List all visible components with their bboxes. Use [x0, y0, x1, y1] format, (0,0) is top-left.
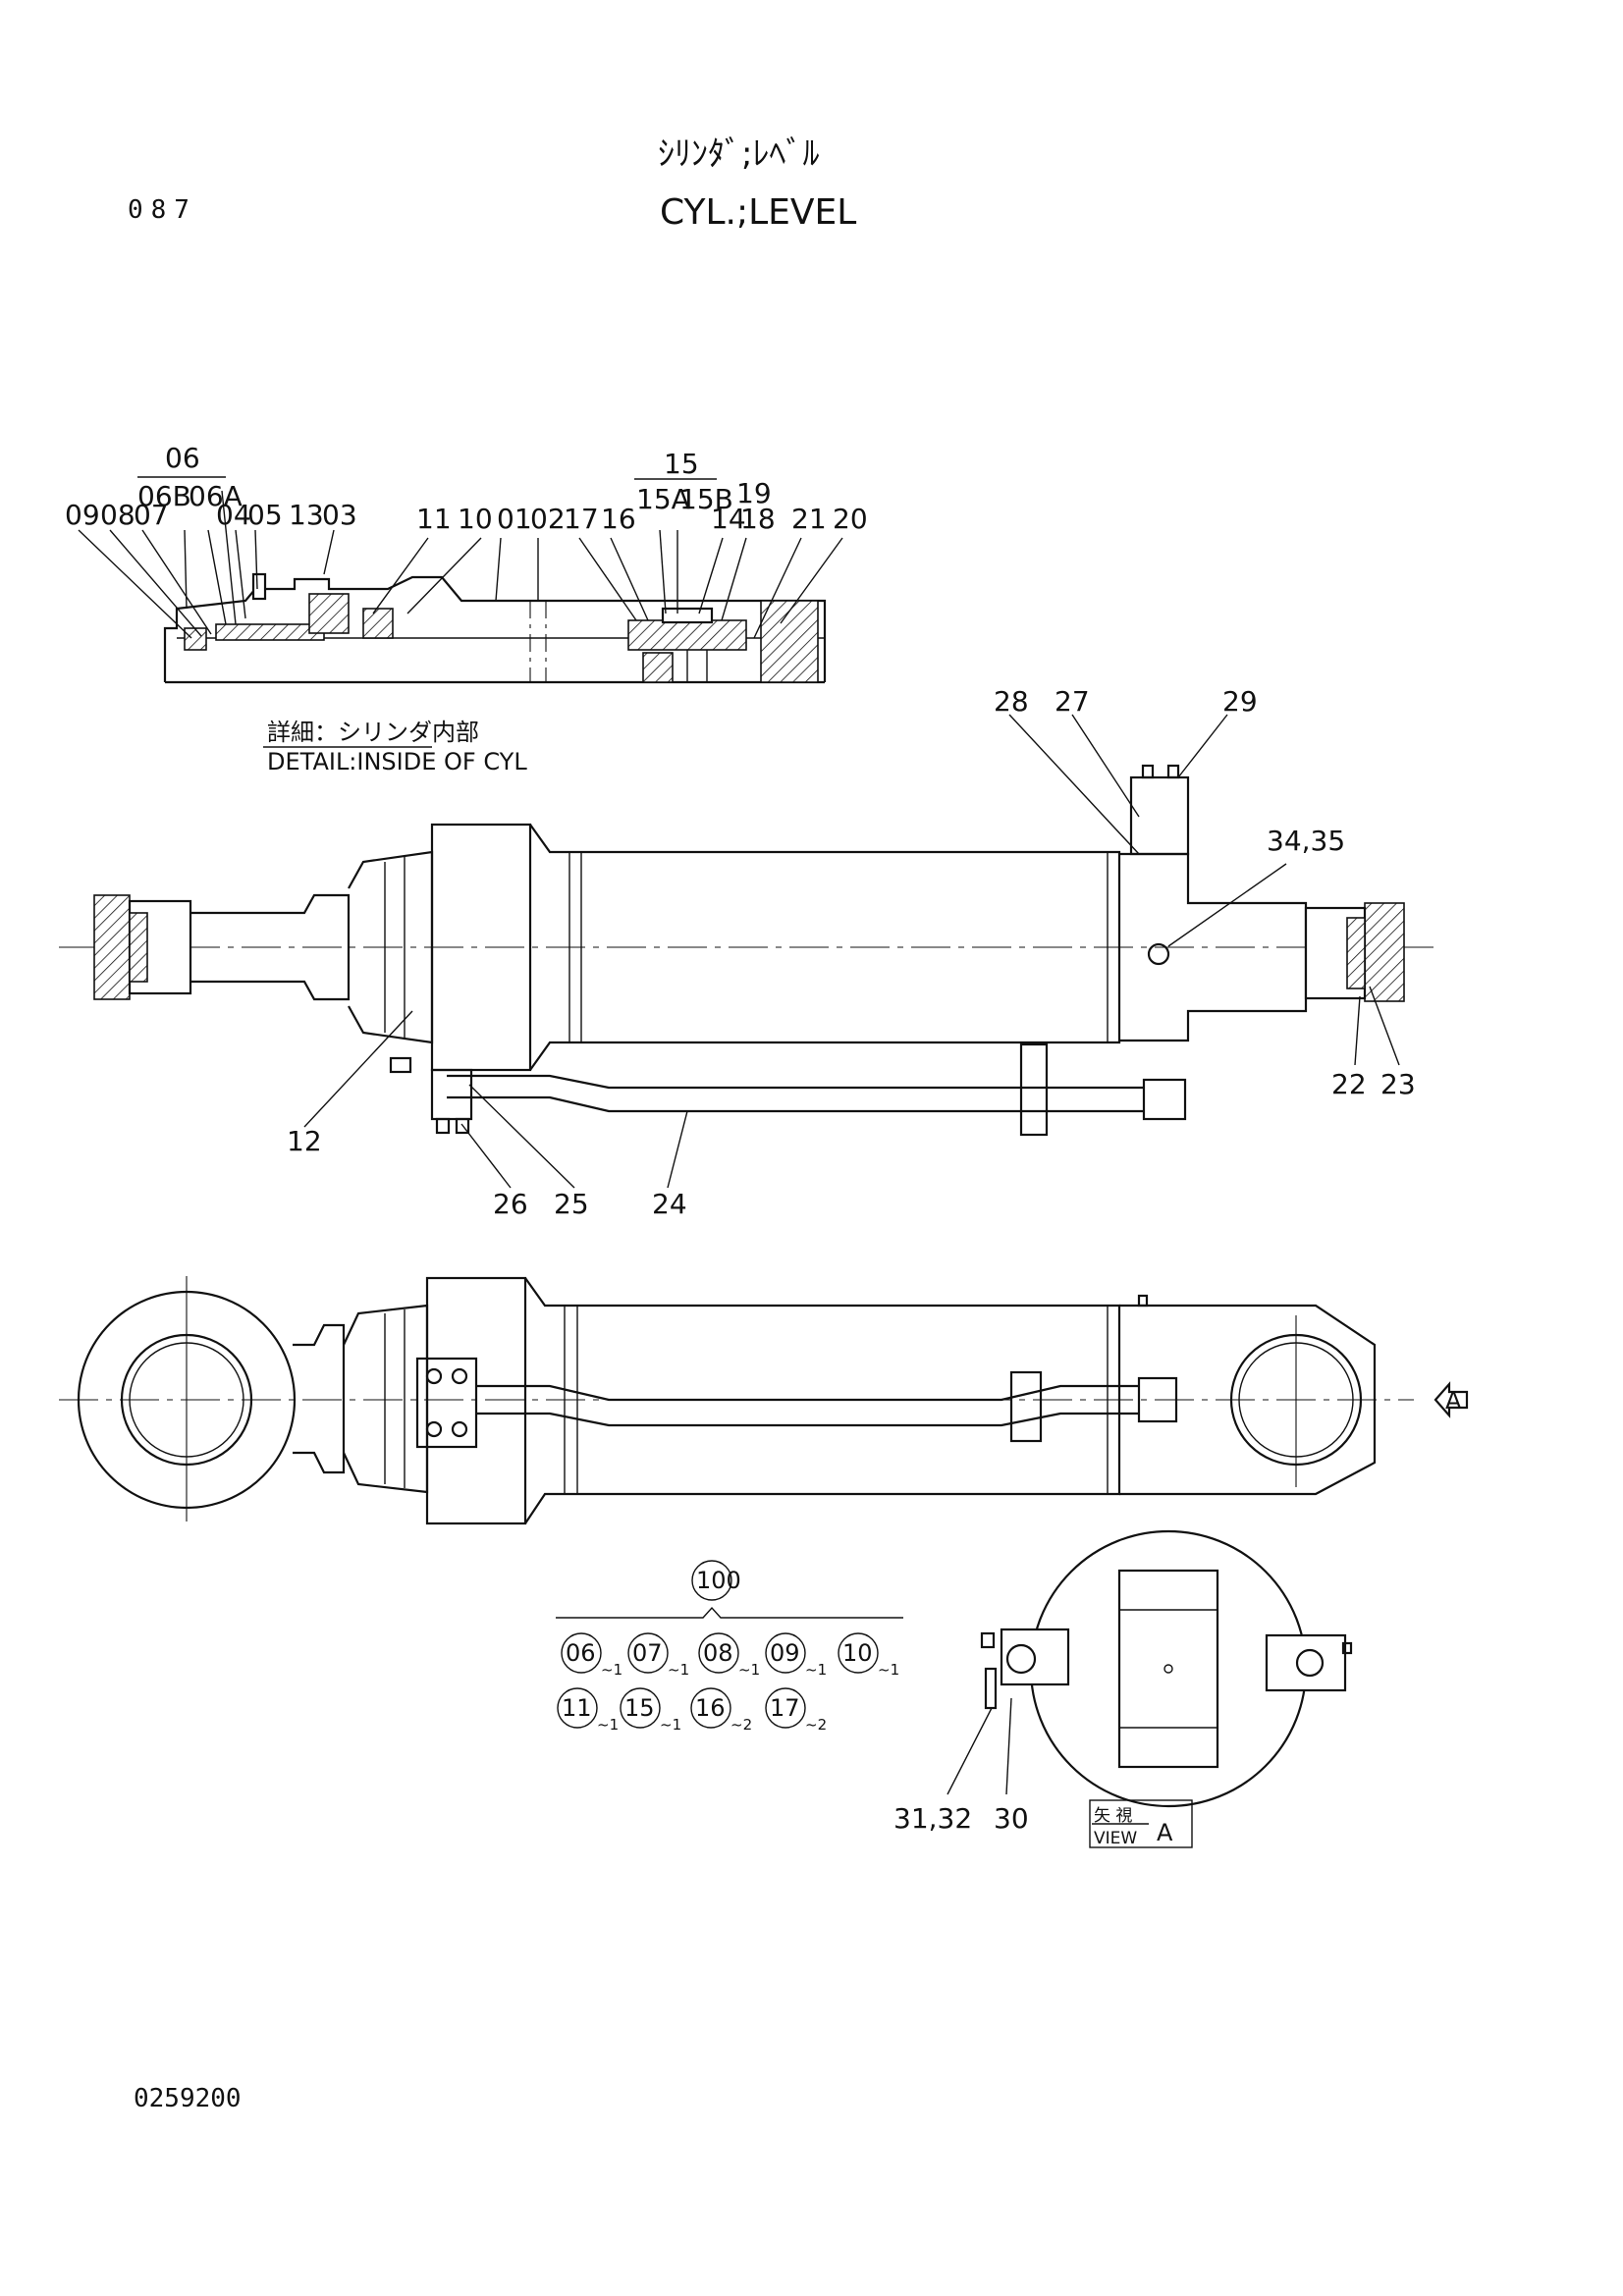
- detail-caption-english: DETAIL:INSIDE OF CYL: [267, 748, 527, 775]
- detail-label-16: 16: [601, 503, 636, 535]
- kit-item-11: 11: [562, 1694, 592, 1722]
- kit-item-10: 10: [842, 1639, 873, 1667]
- kit-item-15-qty: ~1: [660, 1716, 681, 1734]
- side-label-28: 28: [994, 685, 1029, 718]
- detail-label-04: 04: [216, 499, 251, 531]
- page-number: 087: [128, 195, 197, 225]
- detail-group-15b-label: 15B: [679, 483, 733, 515]
- top-view-drawing: [59, 1276, 1469, 1525]
- detail-group-06a-label: 06A: [189, 480, 243, 512]
- detail-label-02: 02: [530, 503, 566, 535]
- view-arrow-letter: A: [1445, 1387, 1462, 1415]
- detail-label-01: 01: [497, 503, 532, 535]
- detail-label-18: 18: [740, 503, 776, 535]
- detail-label-20: 20: [833, 503, 868, 535]
- side-label-24: 24: [652, 1188, 687, 1220]
- detail-label-09: 09: [65, 499, 100, 531]
- detail-label-17: 17: [564, 503, 599, 535]
- detail-label-10: 10: [458, 503, 493, 535]
- kit-item-16-qty: ~2: [730, 1716, 752, 1734]
- side-label-34-35: 34,35: [1267, 825, 1345, 857]
- title-japanese: ｼﾘﾝﾀﾞ;ﾚﾍﾞﾙ: [658, 134, 819, 174]
- detail-group-15a-label: 15A: [636, 483, 690, 515]
- view-a-label-31-32: 31,32: [893, 1802, 972, 1835]
- side-label-23: 23: [1380, 1068, 1416, 1100]
- detail-group-06b-label: 06B: [137, 480, 191, 512]
- kit-item-07: 07: [632, 1639, 663, 1667]
- detail-label-11: 11: [416, 503, 452, 535]
- detail-group-15-label: 15: [664, 448, 699, 480]
- detail-label-14: 14: [711, 503, 746, 535]
- kit-item-17: 17: [770, 1694, 800, 1722]
- kit-item-09-qty: ~1: [805, 1661, 827, 1679]
- view-a-caption-english: VIEW: [1094, 1829, 1137, 1848]
- detail-label-19: 19: [736, 477, 772, 509]
- kit-item-17-qty: ~2: [805, 1716, 827, 1734]
- detail-group-06-label: 06: [165, 442, 200, 474]
- kit-item-06-qty: ~1: [601, 1661, 622, 1679]
- detail-label-08: 08: [100, 499, 135, 531]
- detail-caption-japanese: 詳細：シリンダ内部: [267, 719, 479, 746]
- detail-label-05: 05: [247, 499, 283, 531]
- side-label-22: 22: [1331, 1068, 1367, 1100]
- side-label-25: 25: [554, 1188, 589, 1220]
- side-view-drawing: [59, 714, 1434, 1189]
- kit-main-number: 100: [696, 1567, 741, 1594]
- view-a-caption-letter: A: [1157, 1819, 1173, 1846]
- side-label-29: 29: [1222, 685, 1258, 718]
- title-english: CYL.;LEVEL: [660, 192, 856, 233]
- kit-item-11-qty: ~1: [597, 1716, 619, 1734]
- view-a-drawing: [947, 1529, 1353, 1848]
- detail-label-21: 21: [791, 503, 827, 535]
- kit-item-10-qty: ~1: [878, 1661, 899, 1679]
- detail-label-03: 03: [322, 499, 357, 531]
- kit-item-08: 08: [703, 1639, 733, 1667]
- drawing-number: 0259200: [134, 2084, 242, 2113]
- kit-item-16: 16: [695, 1694, 726, 1722]
- side-label-27: 27: [1055, 685, 1090, 718]
- side-label-12: 12: [287, 1125, 322, 1157]
- kit-item-15: 15: [624, 1694, 655, 1722]
- detail-label-07: 07: [134, 499, 169, 531]
- kit-item-09: 09: [770, 1639, 800, 1667]
- detail-section-drawing: [78, 476, 843, 748]
- detail-label-13: 13: [289, 499, 324, 531]
- side-label-26: 26: [493, 1188, 528, 1220]
- seal-kit-diagram: [556, 1560, 903, 1729]
- view-a-caption-japanese: 矢 視: [1094, 1806, 1132, 1826]
- kit-item-07-qty: ~1: [668, 1661, 689, 1679]
- view-a-label-30: 30: [994, 1802, 1029, 1835]
- kit-item-08-qty: ~1: [738, 1661, 760, 1679]
- kit-item-06: 06: [566, 1639, 596, 1667]
